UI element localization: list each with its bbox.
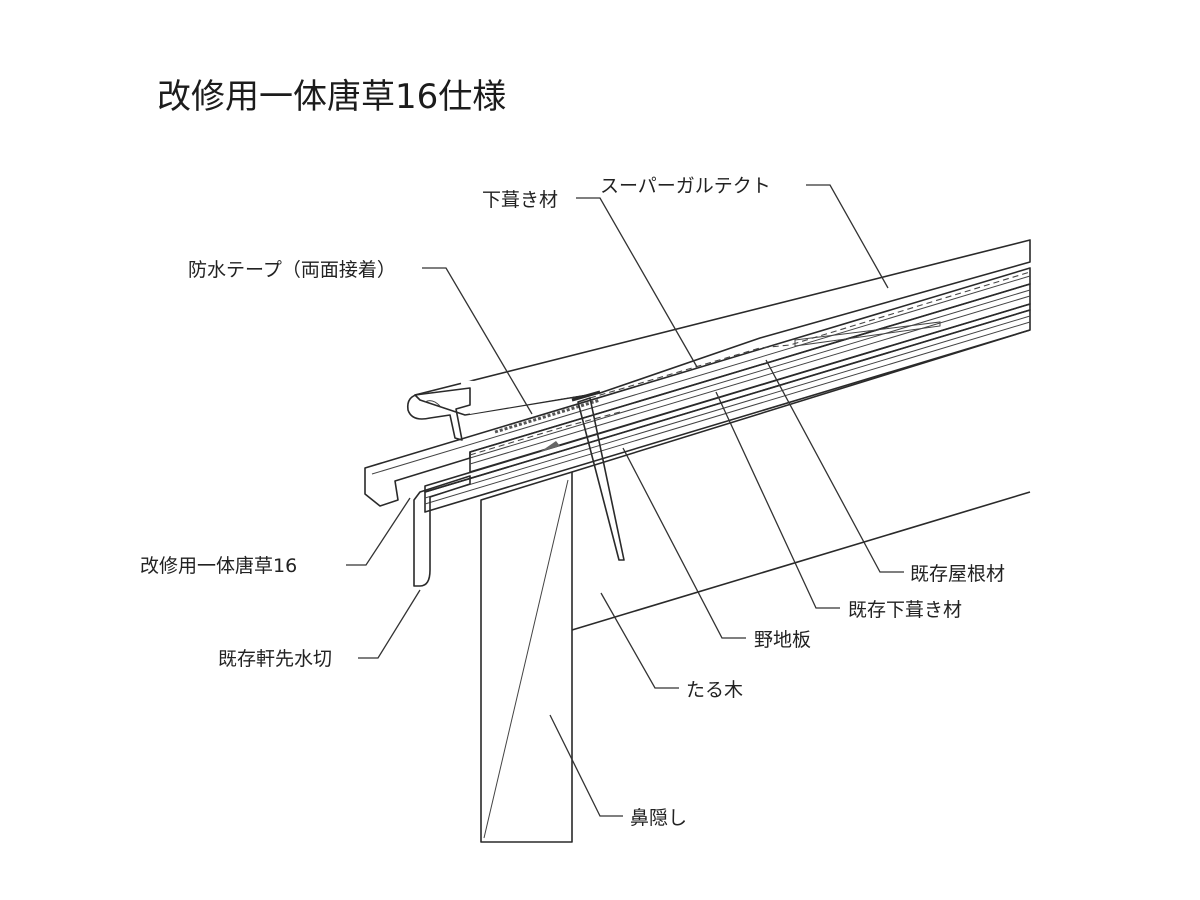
super-galtect-panel	[406, 239, 1031, 441]
rafter	[571, 329, 1031, 631]
super-galtect-white-face	[460, 380, 600, 414]
label-super-galtect: スーパーガルテクト	[600, 175, 771, 197]
label-existing-roof: 既存屋根材	[910, 563, 1005, 585]
waterproof-tape	[469, 411, 621, 456]
label-sheathing-board: 野地板	[754, 629, 811, 651]
renovation-eave-starter	[364, 267, 1031, 507]
fascia-diagonal	[483, 479, 569, 839]
diagram-title: 改修用一体唐草16仕様	[157, 77, 506, 117]
sheathing-board	[424, 309, 1031, 513]
label-fascia: 鼻隠し	[630, 807, 687, 829]
existing-layers	[413, 283, 1031, 587]
label-underlayment: 下葺き材	[482, 189, 558, 211]
super-galtect-hook	[406, 387, 471, 441]
label-existing-underlayment: 既存下葺き材	[848, 599, 962, 621]
label-waterproof-tape: 防水テープ（両面接着）	[188, 259, 396, 281]
label-rafter: たる木	[686, 679, 743, 701]
label-eave-starter: 改修用一体唐草16	[140, 555, 297, 577]
label-eave-flashing: 既存軒先水切	[218, 648, 332, 670]
fascia-board	[480, 471, 573, 843]
new-underlayment	[589, 271, 1031, 399]
existing-eave-flashing	[413, 475, 471, 587]
super-galtect-top	[414, 239, 1031, 416]
structure	[480, 329, 1031, 843]
nail	[577, 397, 625, 561]
leader-lines	[346, 184, 904, 817]
underlayment-slot	[794, 321, 941, 347]
